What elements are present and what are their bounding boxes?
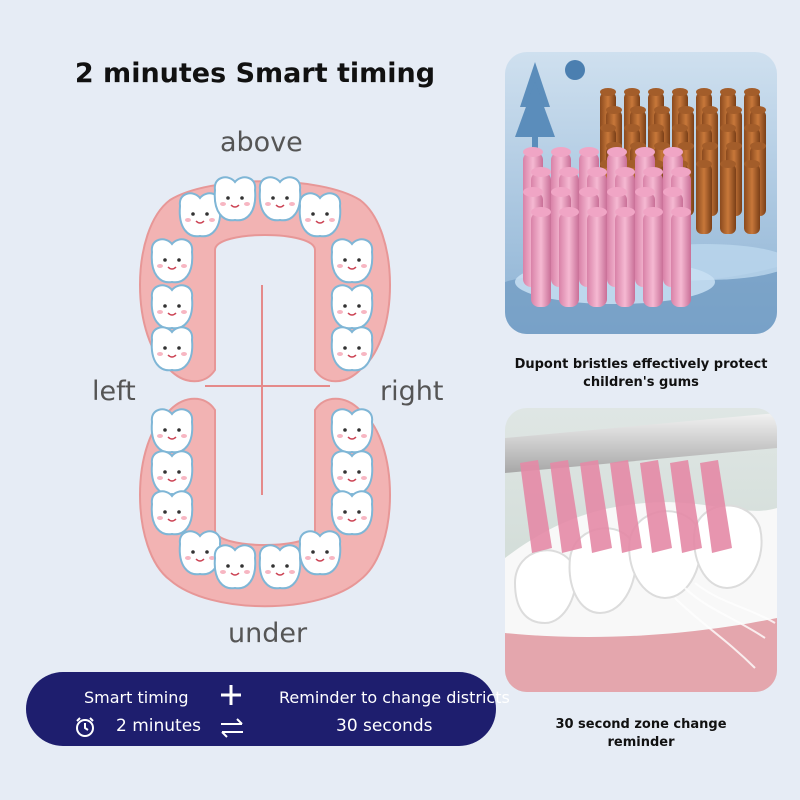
feature-caption-2-line2: reminder bbox=[607, 735, 675, 750]
tooth bbox=[150, 490, 194, 536]
tooth bbox=[213, 544, 257, 590]
pink-bristle-tuft bbox=[531, 212, 551, 307]
feature-caption-2-line1: 30 second zone change bbox=[555, 717, 727, 732]
tooth bbox=[150, 326, 194, 372]
tooth bbox=[150, 408, 194, 454]
direction-right-label: right bbox=[380, 376, 444, 407]
feature-caption-1-line2: children's gums bbox=[583, 375, 699, 390]
pink-bristle-tuft bbox=[643, 212, 663, 307]
pink-bristle bbox=[610, 460, 642, 553]
tooth bbox=[213, 176, 257, 222]
brown-bristle-tuft bbox=[720, 164, 736, 234]
pink-bristle bbox=[520, 460, 552, 553]
pink-bristle bbox=[580, 460, 612, 553]
timer-panel: Smart timing 2 minutes Reminder to chang… bbox=[26, 672, 510, 746]
pink-bristle-tuft bbox=[671, 212, 691, 307]
pink-bristle bbox=[700, 460, 732, 553]
brown-bristle-tuft bbox=[744, 164, 760, 234]
direction-under-label: under bbox=[228, 618, 308, 649]
tooth bbox=[330, 408, 374, 454]
tooth bbox=[150, 450, 194, 496]
pink-bristle bbox=[670, 460, 702, 553]
pink-bristle bbox=[550, 460, 582, 553]
teeth-group bbox=[150, 176, 374, 590]
tooth bbox=[178, 530, 222, 576]
tooth bbox=[150, 284, 194, 330]
feature-caption-1-line1: Dupont bristles effectively protect bbox=[514, 357, 768, 372]
tooth bbox=[330, 284, 374, 330]
direction-left-label: left bbox=[92, 376, 136, 407]
pink-bristle-tuft bbox=[587, 212, 607, 307]
tooth bbox=[330, 490, 374, 536]
pink-bristle bbox=[640, 460, 672, 553]
bristles-photo bbox=[505, 52, 777, 334]
reminder-label: Reminder to change districts bbox=[279, 688, 510, 707]
reminder-value: 30 seconds bbox=[336, 716, 433, 736]
tooth bbox=[258, 176, 302, 222]
teeth-cleaning-photo bbox=[505, 408, 777, 692]
page-title: 2 minutes Smart timing bbox=[74, 58, 436, 89]
smart-timing-label: Smart timing bbox=[84, 688, 189, 707]
feature-caption-1: Dupont bristles effectively protect chil… bbox=[500, 356, 782, 392]
pink-bristle-tuft bbox=[615, 212, 635, 307]
tooth bbox=[258, 544, 302, 590]
plus-icon bbox=[221, 685, 241, 705]
tooth bbox=[330, 450, 374, 496]
tooth bbox=[298, 530, 342, 576]
teeth-diagram bbox=[139, 176, 391, 608]
feature-caption-2: 30 second zone change reminder bbox=[500, 716, 782, 752]
tooth bbox=[330, 238, 374, 284]
direction-above-label: above bbox=[220, 127, 303, 158]
tooth bbox=[330, 326, 374, 372]
smart-timing-value: 2 minutes bbox=[116, 716, 202, 736]
tooth bbox=[298, 192, 342, 238]
swap-arrows-icon bbox=[221, 718, 243, 738]
brown-bristle-tuft bbox=[696, 164, 712, 234]
alarm-clock-icon bbox=[76, 717, 94, 737]
tooth bbox=[150, 238, 194, 284]
pink-bristle-tuft bbox=[559, 212, 579, 307]
